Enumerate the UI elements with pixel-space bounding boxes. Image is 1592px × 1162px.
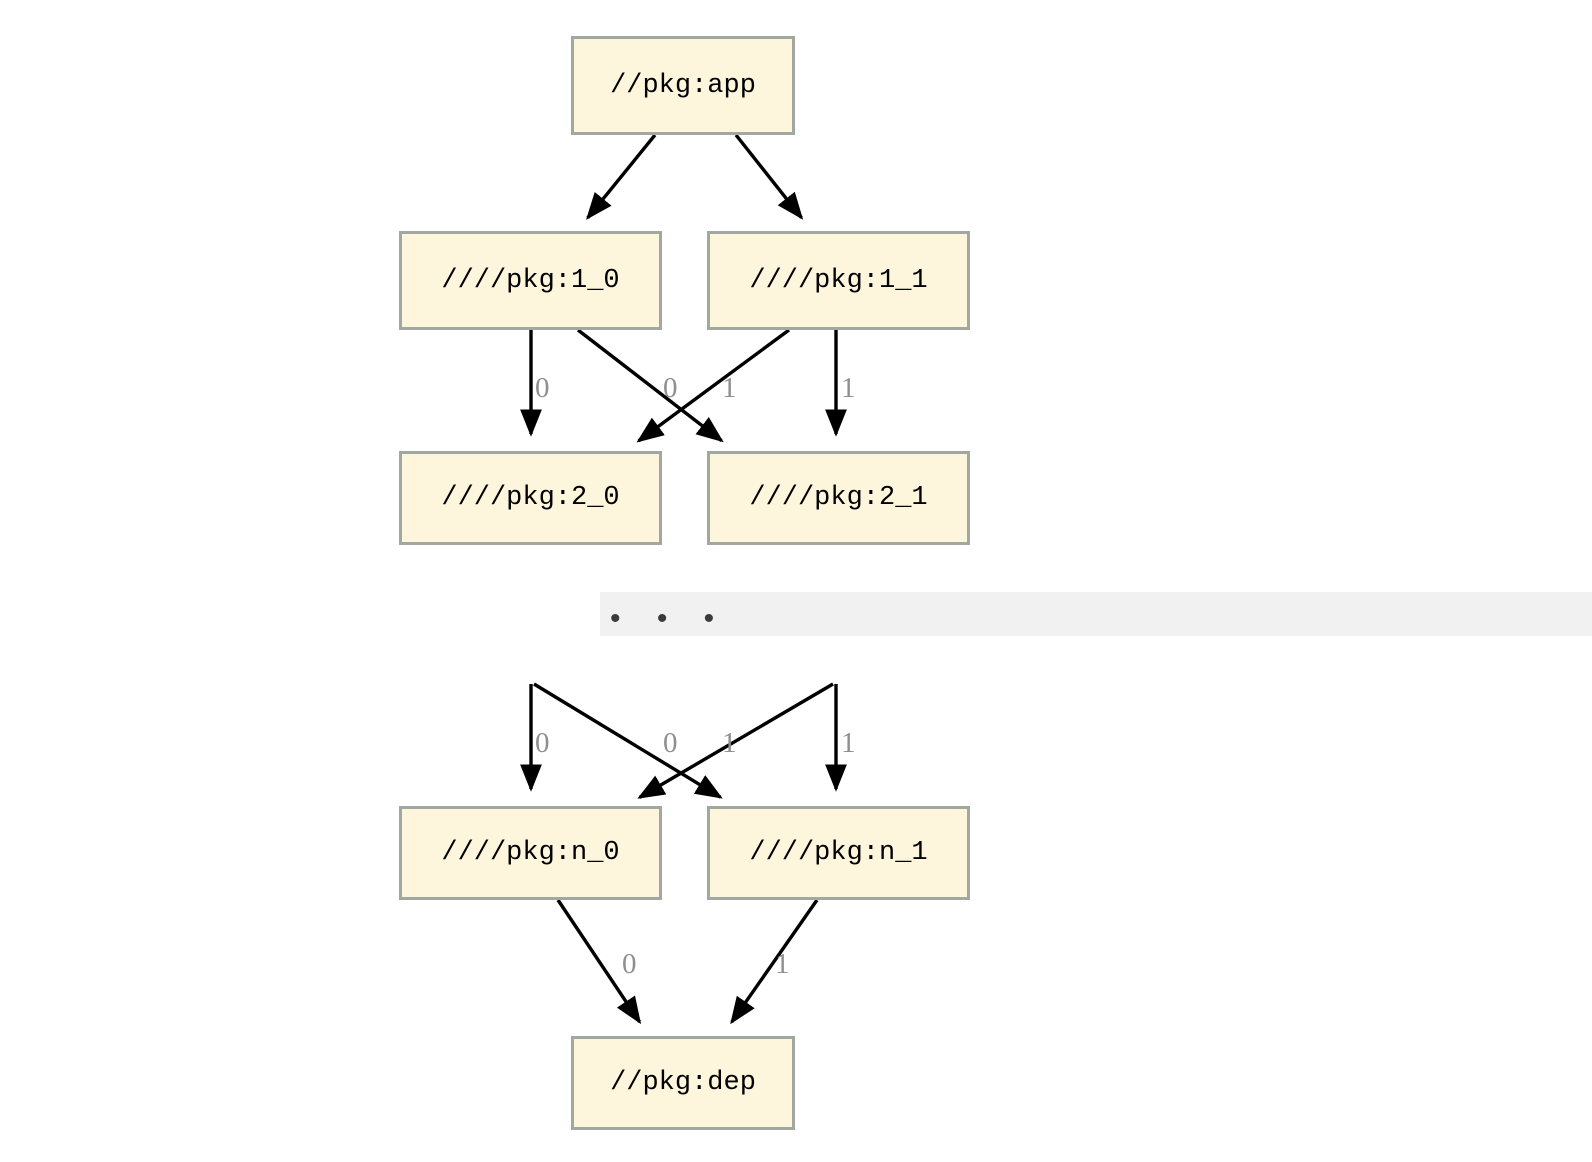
edge-n_1-to-dep xyxy=(730,899,819,1025)
edge-1_0-to-2_1 xyxy=(576,328,724,443)
graph-node-1_1[interactable]: ////pkg:1_1 xyxy=(707,231,970,330)
node-label: ////pkg:1_0 xyxy=(441,265,620,296)
edge-label: 1 xyxy=(722,372,737,404)
edge-n_0-to-dep xyxy=(556,899,642,1025)
edge-app-to-1_0 xyxy=(586,133,657,220)
ellipsis-dots: • • • xyxy=(610,602,729,635)
edge-lines xyxy=(520,133,847,1025)
edge-1_1-to-2_0 xyxy=(636,328,791,443)
node-label: ////pkg:2_0 xyxy=(441,483,620,513)
node-label: //pkg:dep xyxy=(610,1068,756,1098)
node-label: ////pkg:n_0 xyxy=(441,838,620,868)
edge-label: 1 xyxy=(841,372,856,404)
edge-label: 1 xyxy=(775,948,790,980)
graph-node-2_0[interactable]: ////pkg:2_0 xyxy=(399,451,662,545)
edge-label: 0 xyxy=(663,727,678,759)
edge-label: 0 xyxy=(535,727,550,759)
edge-label: 0 xyxy=(663,372,678,404)
node-label: ////pkg:n_1 xyxy=(749,838,928,868)
graph-node-app[interactable]: //pkg:app xyxy=(571,36,795,135)
edge-app-to-1_1 xyxy=(734,133,804,220)
edge-label: 1 xyxy=(841,727,856,759)
edge-src-to-n_1 xyxy=(533,682,723,799)
graph-node-1_0[interactable]: ////pkg:1_0 xyxy=(399,231,662,330)
edge-src-to-n_0 xyxy=(637,682,834,799)
ellipsis-band xyxy=(600,592,1592,636)
graph-node-dep[interactable]: //pkg:dep xyxy=(571,1036,795,1130)
node-label: ////pkg:1_1 xyxy=(749,265,928,296)
graph-node-n_1[interactable]: ////pkg:n_1 xyxy=(707,806,970,900)
edge-label: 0 xyxy=(622,948,637,980)
graph-node-n_0[interactable]: ////pkg:n_0 xyxy=(399,806,662,900)
edge-label: 1 xyxy=(722,727,737,759)
node-label: ////pkg:2_1 xyxy=(749,483,928,513)
graph-node-2_1[interactable]: ////pkg:2_1 xyxy=(707,451,970,545)
node-label: //pkg:app xyxy=(610,70,756,101)
edge-label: 0 xyxy=(535,372,550,404)
